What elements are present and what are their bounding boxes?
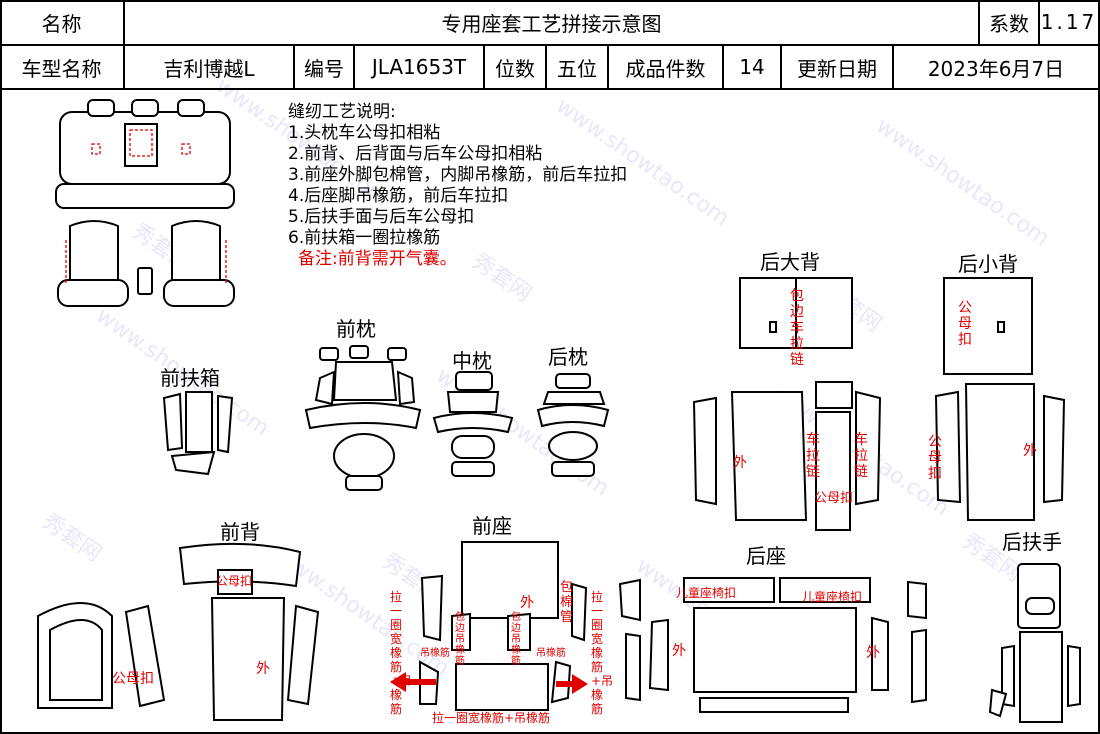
annot-wrap-zipper-1: 包 [790, 288, 804, 304]
rear-armrest-pieces [988, 563, 1081, 723]
annot-outer-big-back: 外 [733, 455, 747, 471]
front-seat-pieces [390, 541, 588, 711]
annot-zipper-5: 拉 [854, 448, 868, 464]
front-back-pieces [37, 542, 320, 721]
annot-child-seat-left: 儿童座椅扣 [676, 586, 737, 600]
label-front-armbox: 前扶箱 [160, 366, 220, 390]
front-headrest-pieces [304, 345, 422, 491]
middle-headrest-pieces [432, 371, 514, 477]
notes-heading: 缝纫工艺说明: [288, 102, 396, 122]
annot-wrap-elastic-left: 包边吊橡筋 [455, 612, 465, 667]
annot-front-back-outer: 外 [256, 661, 270, 677]
seat-label: 位数 [485, 46, 547, 90]
annot-hang-elastic-left: 吊橡筋 [420, 648, 450, 659]
label-front-seat: 前座 [472, 514, 512, 538]
code-value: JLA1653T [355, 46, 485, 90]
rear-small-back-pieces [934, 277, 1066, 521]
name-label: 名称 [0, 0, 125, 46]
annot-mf-6: 扣 [928, 466, 942, 482]
note-item: 1.头枕车公母扣相粘 [288, 123, 441, 143]
annot-cotton-tube: 包棉管 [560, 580, 574, 625]
annot-mf-2: 母 [958, 316, 972, 332]
update-label: 更新日期 [782, 46, 894, 90]
annot-elastic-right: 拉一圈宽橡筋+吊橡筋 [591, 590, 614, 716]
code-label: 编号 [295, 46, 355, 90]
annot-wrap-zipper-5: 链 [790, 352, 804, 368]
label-rear-seat: 后座 [746, 544, 786, 568]
annot-front-back-mf: 公母扣 [112, 671, 154, 687]
rear-seat-pieces [618, 577, 927, 713]
model-label: 车型名称 [0, 46, 125, 90]
label-rear-small-back: 后小背 [958, 252, 1018, 276]
car-overview-rear [55, 99, 235, 209]
label-front-back: 前背 [220, 520, 260, 544]
annot-outer-small-back: 外 [1023, 443, 1037, 459]
annot-bottom-elastic: 拉一圈宽橡筋+吊橡筋 [432, 711, 551, 725]
annot-front-back-mf-top: 公母扣 [216, 574, 253, 588]
note-item: 6.前扶箱一圈拉橡筋 [288, 228, 441, 248]
note-item: 2.前背、后背面与后车公母扣相粘 [288, 144, 543, 164]
annot-rear-seat-outer-right: 外 [866, 645, 880, 661]
label-front-headrest: 前枕 [336, 317, 376, 341]
annot-front-seat-outer: 外 [520, 595, 534, 611]
pieces-label: 成品件数 [609, 46, 724, 90]
annot-mf-3: 扣 [958, 332, 972, 348]
diagram-title: 专用座套工艺拼接示意图 [125, 0, 980, 46]
annot-hang-elastic-right: 吊橡筋 [536, 648, 566, 659]
label-middle-headrest: 中枕 [452, 349, 492, 373]
rear-headrest-pieces [536, 373, 610, 477]
label-rear-big-back: 后大背 [760, 250, 820, 274]
annot-zipper-1: 车 [806, 431, 820, 448]
model-value: 吉利博越L [125, 46, 295, 90]
annot-wrap-zipper-3: 车 [790, 319, 804, 336]
note-item: 4.后座脚吊橡筋，前后车拉扣 [288, 186, 509, 206]
pieces-value: 14 [724, 46, 782, 90]
annot-mf-1: 公 [958, 300, 972, 316]
coef-label: 系数 [980, 0, 1040, 46]
rear-big-back-pieces [692, 277, 882, 531]
annot-zipper-3: 链 [806, 464, 820, 480]
annot-wrap-zipper-2: 边 [790, 304, 804, 320]
annot-rear-seat-outer-left: 外 [672, 643, 686, 659]
annot-zipper-6: 链 [854, 464, 868, 480]
annot-child-seat-right: 儿童座椅扣 [802, 590, 863, 604]
front-armbox-pieces [162, 391, 234, 476]
annot-wrap-zipper-4: 拉 [790, 336, 804, 352]
annot-mf-5: 母 [928, 450, 942, 466]
annot-mf-4: 公 [928, 434, 942, 450]
sewing-notes: 缝纫工艺说明: 1.头枕车公母扣相粘 2.前背、后背面与后车公母扣相粘 3.前座… [288, 102, 627, 270]
label-rear-armrest: 后扶手 [1002, 530, 1062, 554]
note-item: 3.前座外脚包棉管，内脚吊橡筋，前后车拉扣 [288, 165, 628, 185]
seat-value: 五位 [547, 46, 609, 90]
note-remark: 备注:前背需开气囊。 [298, 249, 457, 269]
note-item: 5.后扶手面与后车公母扣 [288, 207, 475, 227]
annot-zipper-2: 拉 [806, 448, 820, 464]
annot-zipper-4: 车 [854, 431, 868, 448]
label-rear-headrest: 后枕 [548, 345, 588, 369]
annot-male-female: 公母扣 [814, 491, 854, 506]
annot-wrap-elastic-right: 包边吊橡筋 [511, 612, 521, 667]
pattern-annotations: 包 边 车 拉 链 公 母 扣 车 拉 链 车 拉 链 公 母 扣 [790, 288, 972, 482]
car-overview-front [57, 220, 235, 307]
annot-elastic-left: 拉一圈宽橡筋+吊橡筋 [390, 590, 413, 716]
